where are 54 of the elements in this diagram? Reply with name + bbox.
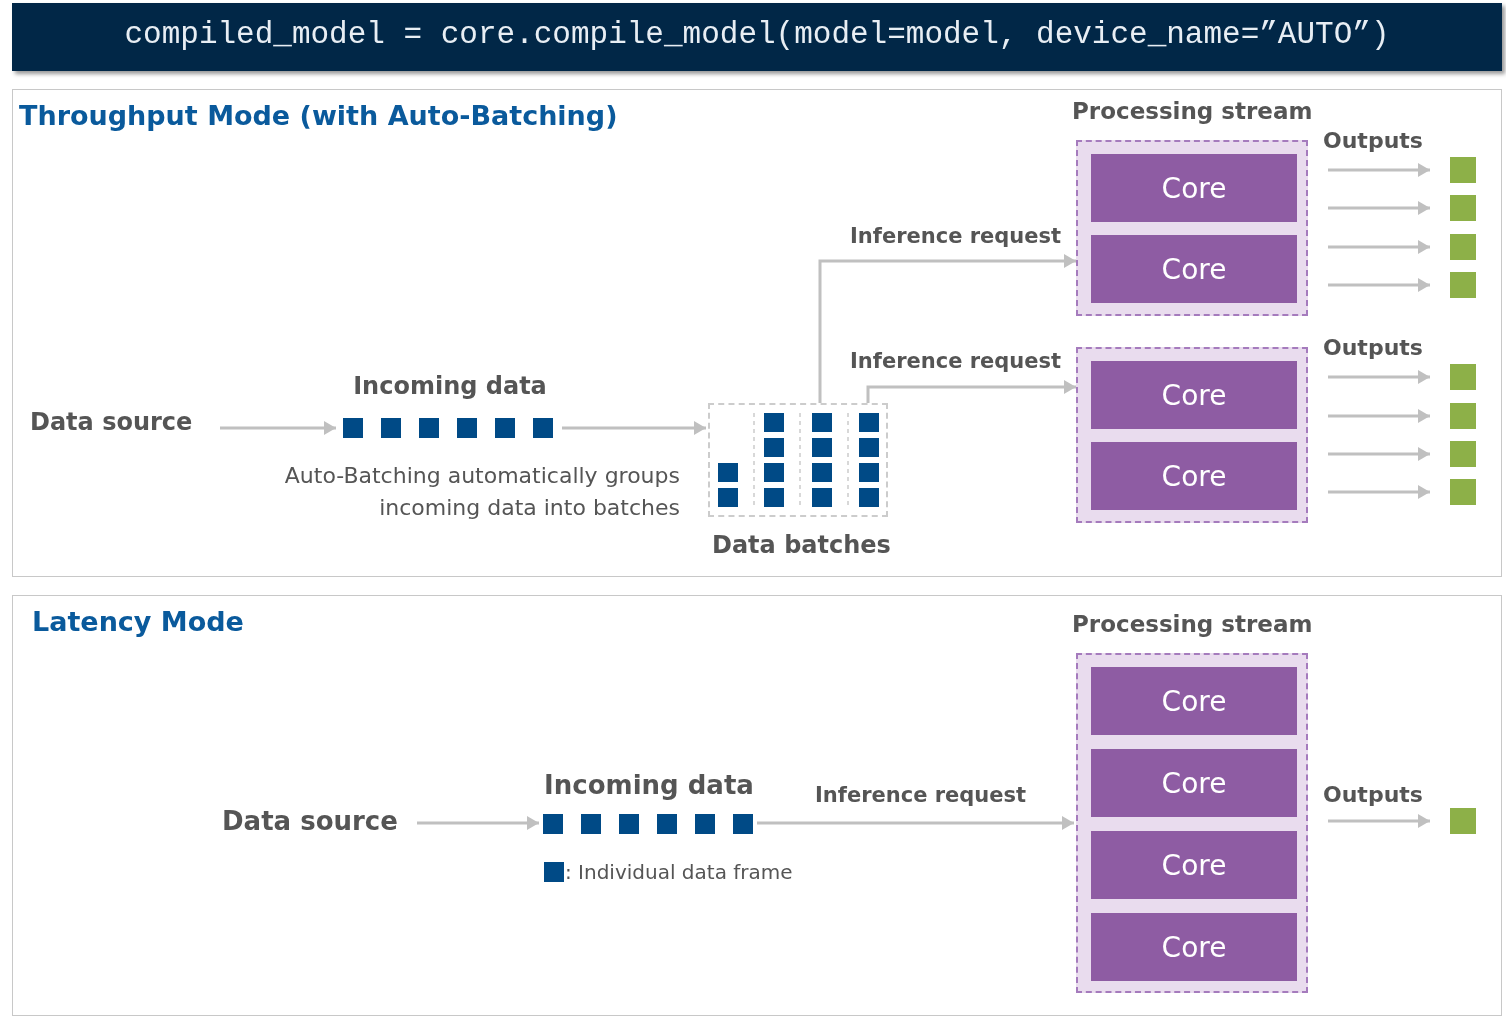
output-square <box>1450 364 1476 390</box>
output-square <box>1450 272 1476 298</box>
data-source-text: Data source <box>222 806 397 844</box>
data-source-text: Data source <box>30 408 200 446</box>
batching-caption: Auto-Batching automatically groups incoming data into batches <box>283 462 680 522</box>
panel-title: Throughput Mode (with Auto-Batching) <box>19 100 618 131</box>
output-square <box>1450 441 1476 467</box>
core-box: Core <box>1091 235 1297 303</box>
frames-heading: Incoming data <box>353 372 547 400</box>
core-box: Core <box>1091 749 1297 817</box>
output-square <box>1450 403 1476 429</box>
core-box: Core <box>1091 667 1297 735</box>
arrow <box>1328 370 1430 384</box>
arrow <box>1328 240 1430 254</box>
arrow <box>1328 447 1430 461</box>
edge-label: Inference request <box>850 349 1062 373</box>
core-box: Core <box>1091 154 1297 222</box>
output-square <box>1450 234 1476 260</box>
outputs-label: Outputs <box>1323 782 1423 807</box>
stream-heading: Processing stream <box>1072 98 1313 124</box>
core-box: Core <box>1091 831 1297 899</box>
core-box: Core <box>1091 913 1297 981</box>
arrow <box>417 816 539 830</box>
outputs-label: Outputs <box>1323 128 1423 153</box>
output-square <box>1450 195 1476 221</box>
arrow <box>1328 814 1430 828</box>
output-square <box>1450 808 1476 834</box>
arrow <box>1328 163 1430 177</box>
arrow <box>1328 485 1430 499</box>
mode-panel <box>12 89 1502 577</box>
arrow <box>1328 201 1430 215</box>
processing-stream-box <box>1076 347 1308 523</box>
arrow <box>1328 409 1430 423</box>
arrow <box>757 816 1074 830</box>
output-square <box>1450 157 1476 183</box>
code-banner <box>12 3 1502 71</box>
frames-heading: Incoming data <box>544 770 754 800</box>
core-box: Core <box>1091 361 1297 429</box>
arrow <box>220 421 336 435</box>
edge-label: Inference request <box>850 224 1062 248</box>
edge-label: Inference request <box>815 783 1027 807</box>
output-square <box>1450 479 1476 505</box>
arrow <box>1328 278 1430 292</box>
core-box: Core <box>1091 442 1297 510</box>
mode-panel <box>12 595 1502 1016</box>
code-text: compiled_model = core.compile_model(model=model, device_name=”AUTO”) <box>123 17 1391 52</box>
legend-text: : Individual data frame <box>565 860 793 884</box>
stream-heading: Processing stream <box>1072 611 1313 637</box>
arrow <box>562 421 706 435</box>
batch-heading: Data batches <box>712 531 891 559</box>
arrow <box>818 254 1076 403</box>
arrow <box>866 380 1076 403</box>
outputs-label: Outputs <box>1323 335 1423 360</box>
panel-title: Latency Mode <box>32 606 244 637</box>
